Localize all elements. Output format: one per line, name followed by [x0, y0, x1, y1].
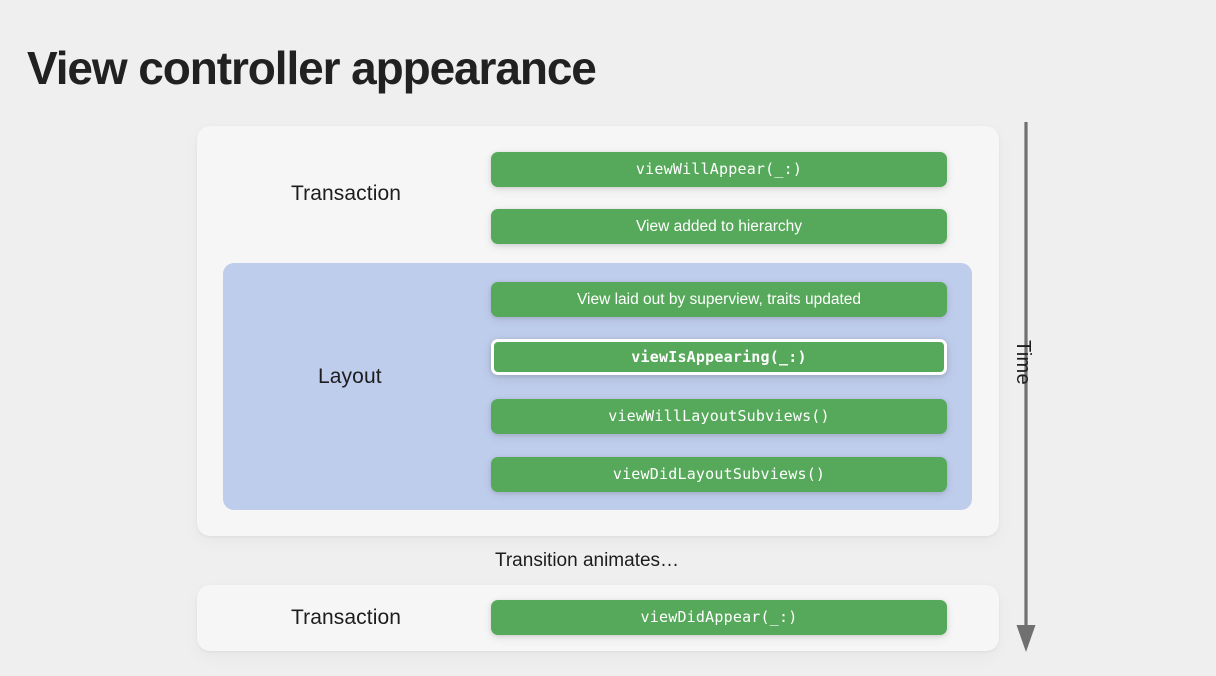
step-label: View added to hierarchy: [635, 217, 802, 235]
time-axis-arrow-icon: [1016, 122, 1036, 652]
step-pill-view-laid-out-by-superview: View laid out by superview, traits updat…: [491, 282, 947, 317]
step-label: viewDidLayoutSubviews(): [612, 465, 826, 483]
step-label: viewWillLayoutSubviews(): [608, 407, 830, 425]
section-label-layout: Layout: [318, 365, 382, 388]
step-label: viewIsAppearing(_:): [631, 347, 807, 366]
step-label: View laid out by superview, traits updat…: [576, 290, 862, 308]
step-pill-view-did-layout-subviews: viewDidLayoutSubviews(): [491, 457, 947, 492]
step-pill-view-is-appearing: viewIsAppearing(_:): [491, 339, 947, 375]
step-label: viewDidAppear(_:): [640, 608, 798, 626]
step-pill-view-did-appear: viewDidAppear(_:): [491, 600, 947, 635]
page-title: View controller appearance: [27, 41, 597, 94]
time-axis-label: Time: [1012, 340, 1034, 385]
step-pill-view-will-layout-subviews: viewWillLayoutSubviews(): [491, 399, 947, 434]
transition-caption: Transition animates…: [494, 550, 680, 571]
section-label-transaction-top: Transaction: [291, 182, 402, 205]
step-label: viewWillAppear(_:): [635, 160, 803, 178]
step-pill-view-will-appear: viewWillAppear(_:): [491, 152, 947, 187]
step-pill-view-added-to-hierarchy: View added to hierarchy: [491, 209, 947, 244]
section-label-transaction-bottom: Transaction: [291, 606, 402, 629]
